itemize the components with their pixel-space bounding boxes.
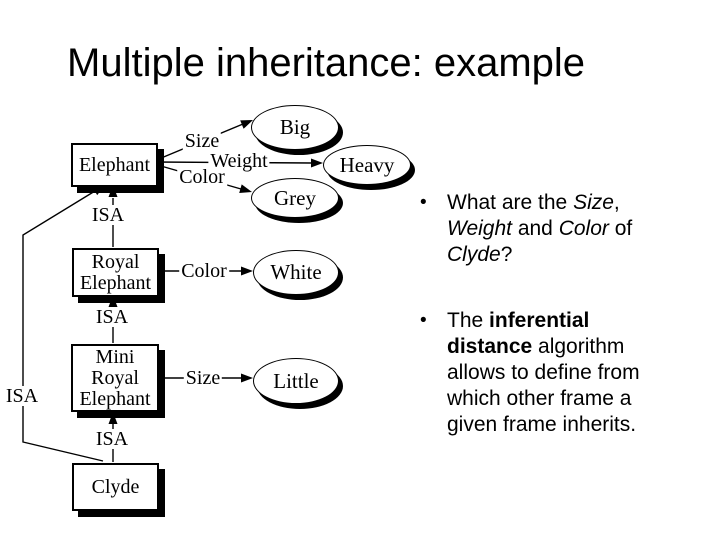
b1-l2-t1: and xyxy=(511,217,559,240)
b1-l3-clyde-italic: Clyde xyxy=(447,243,501,266)
isa-arrow-clyde-elephant xyxy=(22,185,105,462)
frame-node-clyde: Clyde xyxy=(72,463,159,511)
frame-node-elephant: Elephant xyxy=(71,143,158,187)
b2-l1-inferential-bold: inferential xyxy=(489,309,590,332)
slot-label-size-mini: Size xyxy=(183,367,223,389)
frame-label-elephant: Elephant xyxy=(78,153,151,176)
b2-l2-t1: algorithm xyxy=(532,335,625,358)
frame-label-royal-elephant: Royal Elephant xyxy=(79,250,152,294)
isa-label-mini-royal: ISA xyxy=(93,306,131,328)
b1-l3-t1: ? xyxy=(500,243,513,266)
slide-title: Multiple inheritance: example xyxy=(67,41,586,85)
b1-l2-weight-italic: Weight xyxy=(447,217,512,240)
b2-l3-t1: allows to define from xyxy=(447,361,640,384)
value-label-grey: Grey xyxy=(274,185,316,210)
value-node-grey: Grey xyxy=(251,178,339,218)
bullet-marker: • xyxy=(420,310,427,331)
frame-label-clyde: Clyde xyxy=(91,475,140,498)
isa-label-royal-elephant: ISA xyxy=(89,204,127,226)
b2-l4-t1: which other frame a xyxy=(447,387,632,410)
value-label-heavy: Heavy xyxy=(339,152,395,177)
frame-node-royal-elephant: Royal Elephant xyxy=(72,248,159,297)
bullet-marker: • xyxy=(420,192,427,213)
b2-l2-distance-bold: distance xyxy=(447,335,533,358)
slot-label-color-elephant: Color xyxy=(177,166,227,188)
slot-label-weight-elephant: Weight xyxy=(208,150,270,172)
value-node-big: Big xyxy=(251,105,339,150)
frame-node-mini-royal-elephant: Mini Royal Elephant xyxy=(71,344,159,412)
frame-label-mini-royal-elephant: Mini Royal Elephant xyxy=(79,345,151,410)
b1-l2-color-italic: Color xyxy=(558,217,609,240)
value-label-white: White xyxy=(270,260,322,284)
bullet-item-inferential-distance: • The inferential distance algorithm allow… xyxy=(420,308,692,438)
b1-l1-t2: , xyxy=(613,191,620,214)
value-node-little: Little xyxy=(253,358,339,404)
value-label-big: Big xyxy=(279,115,311,139)
value-node-white: White xyxy=(253,250,339,295)
b1-l1-size-italic: Size xyxy=(573,191,614,214)
bullet-text-inferential-distance: The inferential distance algorithm allows … xyxy=(447,308,692,438)
isa-label-clyde-mini: ISA xyxy=(93,428,131,450)
value-label-little: Little xyxy=(273,368,319,393)
slot-label-color-royal: Color xyxy=(179,260,229,282)
b2-l5-t1: given frame inherits. xyxy=(447,413,637,436)
b1-l2-t2: of xyxy=(608,217,633,240)
isa-label-clyde-elephant: ISA xyxy=(3,385,41,407)
value-node-heavy: Heavy xyxy=(323,145,411,185)
slot-label-size-elephant: Size xyxy=(182,130,222,152)
b1-l1-t1: What are the xyxy=(447,191,574,214)
b2-l1-t1: The xyxy=(447,309,490,332)
